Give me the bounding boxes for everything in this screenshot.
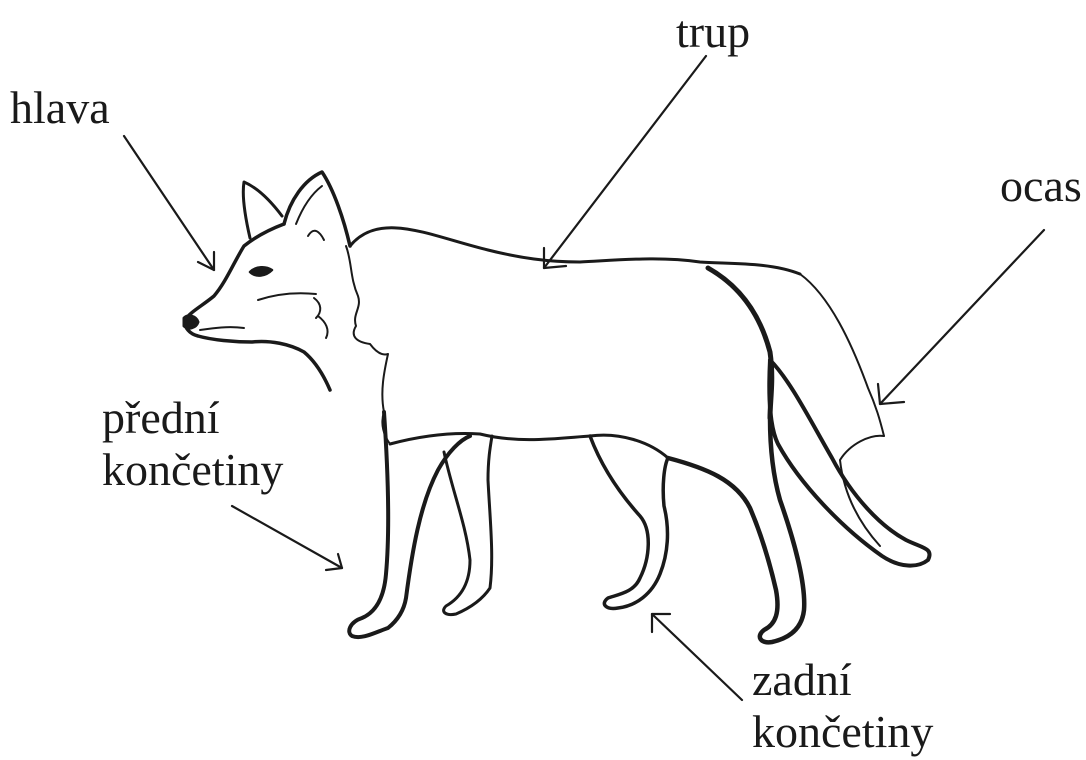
label-front-limbs: přední končetiny: [102, 392, 283, 496]
arrow-front-limbs-label: [232, 506, 342, 570]
arrow-hind-limbs-label: [652, 614, 742, 700]
label-head: hlava: [10, 82, 110, 134]
label-tail-text: ocas: [1000, 160, 1082, 212]
fox-front-leg-far: [444, 436, 492, 615]
pointer-arrows: [124, 56, 1044, 700]
fox-nose: [184, 316, 198, 328]
fox-front-ear: [284, 172, 350, 246]
label-head-text: hlava: [10, 82, 110, 134]
fox-belly: [390, 433, 668, 458]
fox-mouth: [200, 327, 244, 330]
label-hind-limbs: zadní končetiny: [752, 654, 933, 758]
arrow-tail-label: [878, 230, 1044, 404]
fox-tail-top: [800, 274, 884, 436]
fox-inner-ear: [296, 186, 324, 240]
fox-back-ear: [243, 182, 282, 238]
fox-cheek: [258, 293, 328, 338]
label-tail: ocas: [1000, 160, 1082, 212]
label-trunk-text: trup: [676, 6, 750, 58]
arrow-head-label: [124, 136, 214, 270]
label-hind-limbs-line1: zadní: [752, 654, 933, 706]
fox-drawing: [184, 172, 930, 642]
fox-back: [350, 228, 800, 274]
fox-eye: [250, 267, 272, 275]
label-trunk: trup: [676, 6, 750, 58]
label-front-limbs-line2: končetiny: [102, 444, 283, 496]
fox-rump: [708, 268, 772, 418]
arrow-trunk-label: [544, 56, 706, 268]
fox-head-outline: [185, 224, 330, 390]
label-front-limbs-line1: přední: [102, 392, 283, 444]
fox-hind-leg-far: [590, 436, 668, 608]
label-hind-limbs-line2: končetiny: [752, 706, 933, 758]
